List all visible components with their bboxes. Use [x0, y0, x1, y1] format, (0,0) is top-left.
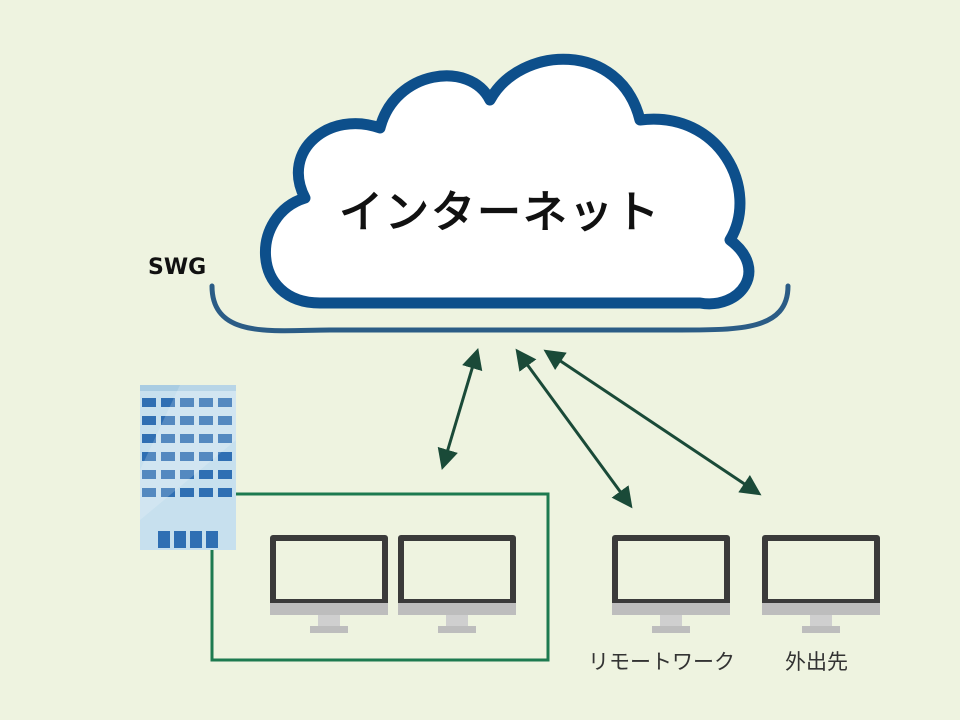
arrow-office [437, 347, 483, 471]
monitor-icon [612, 535, 730, 633]
cloud-label: インターネット [339, 187, 661, 238]
monitor-icon [762, 535, 880, 633]
monitor-icon [398, 535, 516, 633]
device-label-outside: 外出先 [785, 650, 848, 674]
swg-label: SWG [148, 255, 207, 280]
arrow-outside [543, 349, 762, 496]
monitor-icon [270, 535, 388, 633]
arrow-remote-work [515, 348, 633, 509]
office-network-enclosure [210, 492, 550, 662]
cloud-icon [259, 53, 755, 310]
office-building-icon [140, 385, 236, 550]
device-label-remote-work: リモートワーク [588, 650, 735, 674]
swg-boundary-line [209, 283, 791, 334]
